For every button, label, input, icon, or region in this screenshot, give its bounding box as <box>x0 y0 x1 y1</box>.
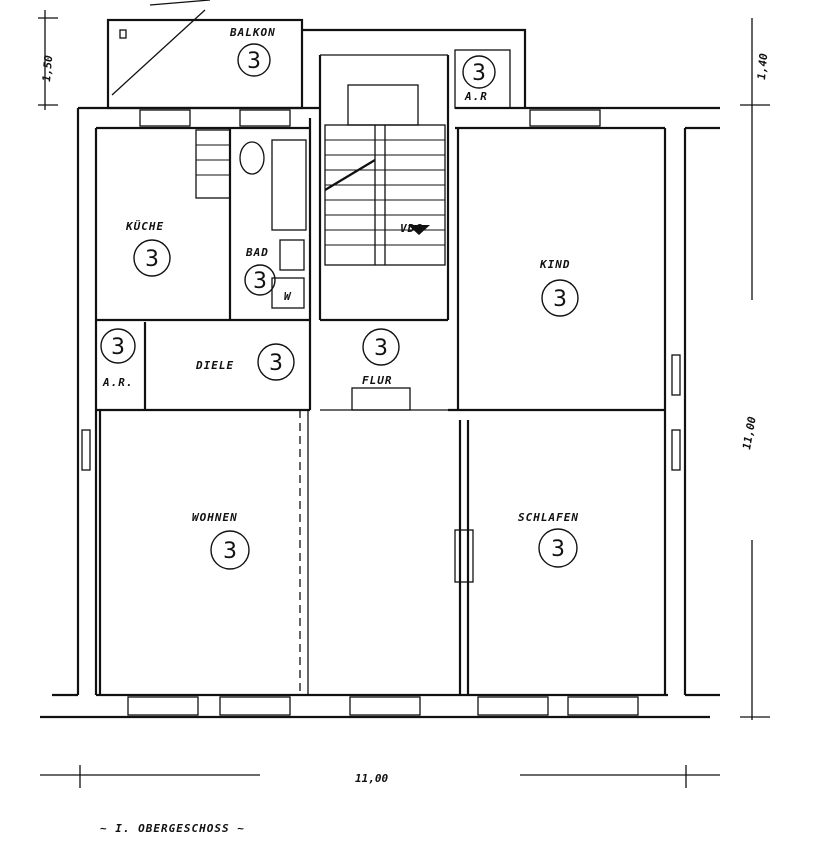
room-label-diele: DIELE <box>195 359 234 372</box>
room-label-bad: BAD <box>245 246 269 259</box>
room-number-flur: 3 <box>374 336 388 361</box>
exterior-walls <box>40 106 720 719</box>
room-label-ar-top: A.R <box>464 90 488 103</box>
room-number-kueche: 3 <box>145 247 159 272</box>
kitchen-walls <box>96 128 310 322</box>
living-walls <box>98 410 474 695</box>
stair-vdg-label: VDG <box>400 222 423 235</box>
dimension-top-left: 1,50 <box>40 54 55 82</box>
room-number-ar-left: 3 <box>111 335 125 360</box>
room-label-ar-left: A.R. <box>102 376 134 389</box>
room-label-schlafen: SCHLAFEN <box>518 511 579 524</box>
wc-label: W <box>284 290 292 303</box>
room-number-ar-top: 3 <box>472 61 486 86</box>
balcony <box>106 0 304 110</box>
room-number-kind: 3 <box>553 287 567 312</box>
room-label-kueche: KÜCHE <box>125 219 164 233</box>
room-label-balkon: BALKON <box>229 26 276 39</box>
room-number-wohnen: 3 <box>223 539 237 564</box>
windows <box>81 109 681 716</box>
floor-caption: ~ I. OBERGESCHOSS ~ <box>100 822 245 835</box>
room-label-kind: KIND <box>539 258 571 271</box>
dimension-lines <box>38 10 770 788</box>
dimension-bottom: 11,00 <box>355 772 388 785</box>
dimension-right: 11,00 <box>740 415 759 450</box>
room-number-balkon: 3 <box>247 49 261 74</box>
room-number-schlafen: 3 <box>551 537 565 562</box>
room-label-flur: FLUR <box>362 374 393 387</box>
dimension-top-right: 1,40 <box>755 52 770 80</box>
room-label-wohnen: WOHNEN <box>192 511 238 524</box>
staircase <box>302 28 527 320</box>
hall-walls <box>95 128 665 412</box>
bathroom-walls <box>239 118 312 320</box>
room-number-diele: 3 <box>269 351 283 376</box>
room-number-bad: 3 <box>253 269 267 294</box>
